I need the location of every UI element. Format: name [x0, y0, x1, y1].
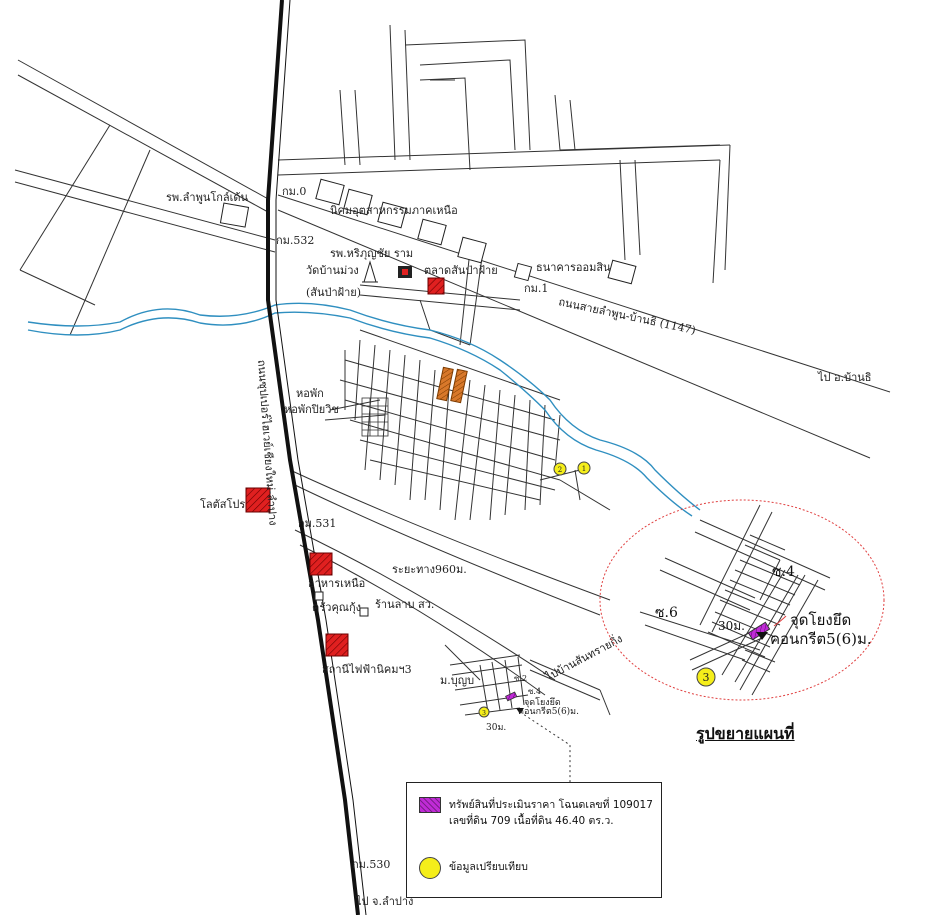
- label-main-concrete: คอนกรีต5(6)ม.: [518, 706, 579, 717]
- label-market: ตลาดสันป่าฝ้าย: [424, 264, 498, 277]
- label-northern-food: อาหารเหนือ: [308, 577, 365, 590]
- label-ban-pa-fai: (สันป่าฝ้าย): [306, 286, 361, 299]
- power-station-marker: [325, 633, 349, 657]
- label-road-1147: ถนนสายลำพูน-บ้านธิ (1147): [557, 295, 697, 337]
- inset-soi-6: ซ.6: [655, 605, 678, 621]
- temple-icon: [362, 260, 378, 283]
- comparable-2-marker: [553, 462, 567, 476]
- buildings: [219, 178, 637, 617]
- svg-text:3: 3: [482, 710, 486, 717]
- comparable-3-label: 3: [703, 671, 710, 684]
- inset-dist-30m: 30ม.: [718, 619, 745, 633]
- legend-subject-line1: ทรัพย์สินที่ประเมินราคา โฉนดเลขที่ 10901…: [449, 799, 653, 811]
- river: [27, 302, 701, 511]
- label-hospital-lamphun: รพ.ลำพูนโกล์เด้น: [166, 190, 249, 204]
- inset-title: รูปขยายแผนที่: [696, 724, 795, 743]
- label-km532: กม.532: [276, 234, 314, 247]
- legend-box: ทรัพย์สินที่ประเมินราคา โฉนดเลขที่ 10901…: [406, 782, 662, 898]
- label-main-soi-4: ซ.4: [528, 687, 541, 696]
- subject-swatch: [419, 797, 441, 813]
- hospital-icon: [398, 266, 412, 278]
- label-larb-shop: ร้านลาบ สว.: [375, 598, 434, 611]
- comparable-1-label: 1: [582, 465, 586, 473]
- comparable-2-label: 2: [558, 466, 562, 474]
- label-wat-ban-muang: วัดบ้านม่วง: [306, 264, 359, 277]
- inset-concrete: คอนกรีต5(6)ม.: [770, 630, 872, 648]
- label-km1: กม.1: [524, 282, 548, 295]
- superhighway: [266, 0, 367, 915]
- label-km531: กม.531: [298, 517, 336, 530]
- comparable-3-marker-inset: [696, 667, 716, 687]
- comparable-swatch: [419, 857, 441, 879]
- label-dorm-b: หอพัก: [296, 387, 324, 400]
- label-distance: ระยะทาง960ม.: [392, 563, 467, 576]
- label-main-soi-2: ซ.2: [514, 674, 527, 683]
- comparable-3-marker-main: [478, 706, 490, 718]
- legend-comparable-label: ข้อมูลเปรียบเทียบ: [449, 861, 528, 873]
- label-km0: กม.0: [282, 185, 306, 198]
- orange-buildings: [436, 366, 468, 404]
- label-km530: กม.530: [352, 858, 390, 871]
- label-power-station: สถานีไฟฟ้านิคมฯ3: [322, 663, 412, 676]
- subject-marker-main: [505, 691, 518, 702]
- label-industrial-estate: นิคมอุตสาหกรรมภาคเหนือ: [330, 204, 458, 217]
- label-main-30m: 30ม.: [486, 723, 506, 733]
- northern-food-marker: [309, 552, 333, 576]
- roads-network: [14, 24, 891, 782]
- lotus-marker: [245, 487, 271, 513]
- inset-map: 3 ซ.4 ซ.6 30ม. จุดโยงยึด คอนกรีต5(6)ม.: [599, 499, 885, 701]
- legend-subject-line2: เลขที่ดิน 709 เนื้อที่ดิน 46.40 ตร.ว.: [449, 815, 614, 827]
- landmark-markers: [245, 277, 445, 657]
- label-lotus: โลตัสโปร: [200, 497, 245, 511]
- inset-soi-4: ซ.4: [772, 564, 795, 580]
- label-savings-bank: ธนาคารออมสิน: [536, 261, 611, 274]
- legend-subject-row: ทรัพย์สินที่ประเมินราคา โฉนดเลขที่ 10901…: [419, 797, 653, 829]
- label-hospital-harit: รพ.หริภุญชัย ราม: [330, 247, 413, 260]
- comparable-markers: 2 1 3: [478, 461, 591, 718]
- label-main-point: จุดโยงยึด: [524, 697, 561, 708]
- label-kua-shrimp: ครัวคุณกุ้ง: [312, 601, 361, 614]
- label-to-ban-sithi: ไปบ้านสันทรายกิ่ง: [541, 630, 624, 684]
- legend-comparable-row: ข้อมูลเปรียบเทียบ: [419, 857, 528, 879]
- label-dorm-a: หอพักปิยวิช: [284, 403, 339, 416]
- label-ban-bun: ม.บุญบ: [440, 674, 474, 687]
- label-to-ban-thi: ไป อ.บ้านธิ: [817, 371, 872, 384]
- comparable-1-marker: [577, 461, 591, 475]
- market-marker: [427, 277, 445, 295]
- inset-anchor-point: จุดโยงยึด: [790, 611, 851, 630]
- label-to-lampang: ไป จ.ลำปาง: [355, 895, 413, 908]
